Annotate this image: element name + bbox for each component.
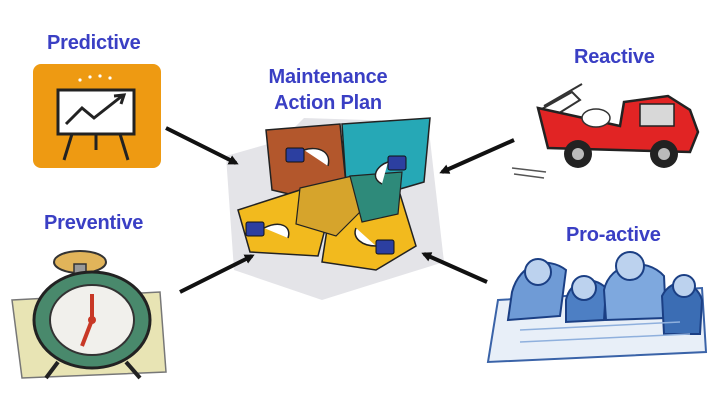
arrow-reactive <box>439 138 515 174</box>
puzzle-hands-icon <box>226 117 444 300</box>
arrow-proactive <box>421 252 488 284</box>
team-planning-icon <box>486 251 708 364</box>
arrow-predictive <box>165 126 239 165</box>
reactive-label: Reactive <box>574 46 655 68</box>
fire-truck-icon <box>511 83 700 179</box>
center-title: Maintenance Action Plan <box>258 64 398 116</box>
arrow-preventive <box>179 254 255 294</box>
preventive-label: Preventive <box>44 212 144 234</box>
predictive-label: Predictive <box>47 32 141 54</box>
chart-easel-icon <box>33 64 161 168</box>
alarm-clock-icon <box>11 250 167 380</box>
center-title-line2: Action Plan <box>274 92 382 114</box>
center-title-line1: Maintenance <box>268 66 388 88</box>
proactive-label: Pro-active <box>566 224 661 246</box>
